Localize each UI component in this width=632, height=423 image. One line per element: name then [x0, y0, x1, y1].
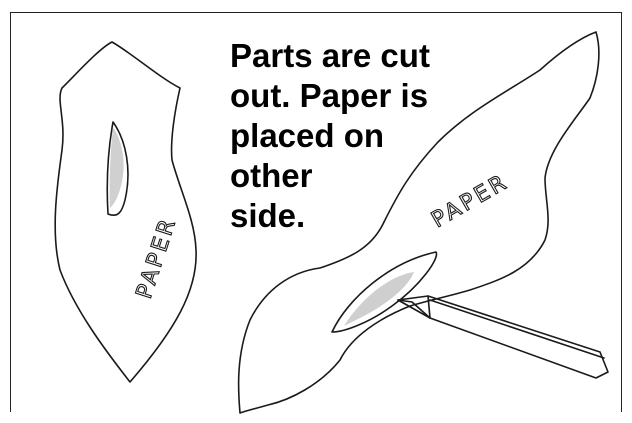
caption-line-4: other [230, 156, 490, 196]
caption-line-2: out. Paper is [230, 76, 490, 116]
caption-line-3: placed on [230, 116, 490, 156]
caption-line-5: side. [230, 196, 490, 236]
caption-line-1: Parts are cut [230, 36, 490, 76]
caption-text: Parts are cut out. Paper is placed on ot… [230, 36, 490, 236]
pencil-icon [398, 296, 608, 378]
left-leaf: PAPER [55, 42, 196, 382]
left-paper-label: PAPER [132, 214, 182, 302]
